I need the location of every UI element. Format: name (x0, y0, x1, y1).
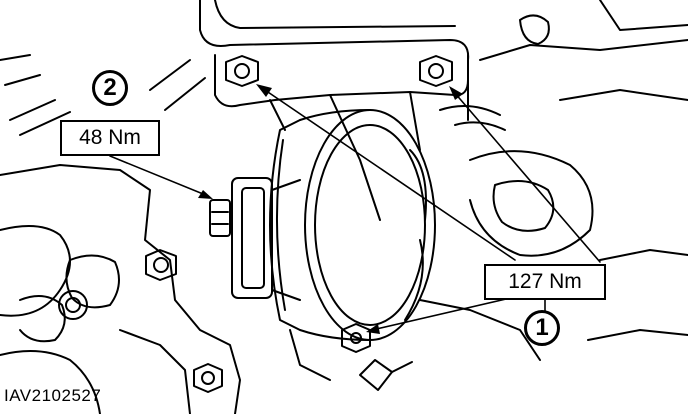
leader-lines (109, 84, 601, 334)
lower-bolt (341, 323, 371, 353)
torque-label-127nm: 127 Nm (484, 264, 606, 300)
sensor-connector (359, 359, 413, 391)
block-bolt-bottom (193, 363, 223, 393)
front-pivot-bolt (209, 199, 231, 237)
block-bolt-left (145, 249, 177, 281)
engine-block (0, 54, 241, 414)
upper-right-bolt (419, 55, 453, 87)
alternator (231, 109, 436, 381)
alternator-bracket (214, 54, 469, 221)
figure-id: IAV2102527 (4, 386, 102, 405)
callout-number-1: 1 (524, 310, 560, 346)
callout-number-2: 2 (92, 70, 128, 106)
torque-label-48nm: 48 Nm (60, 120, 160, 156)
upper-left-bolt (225, 55, 259, 87)
